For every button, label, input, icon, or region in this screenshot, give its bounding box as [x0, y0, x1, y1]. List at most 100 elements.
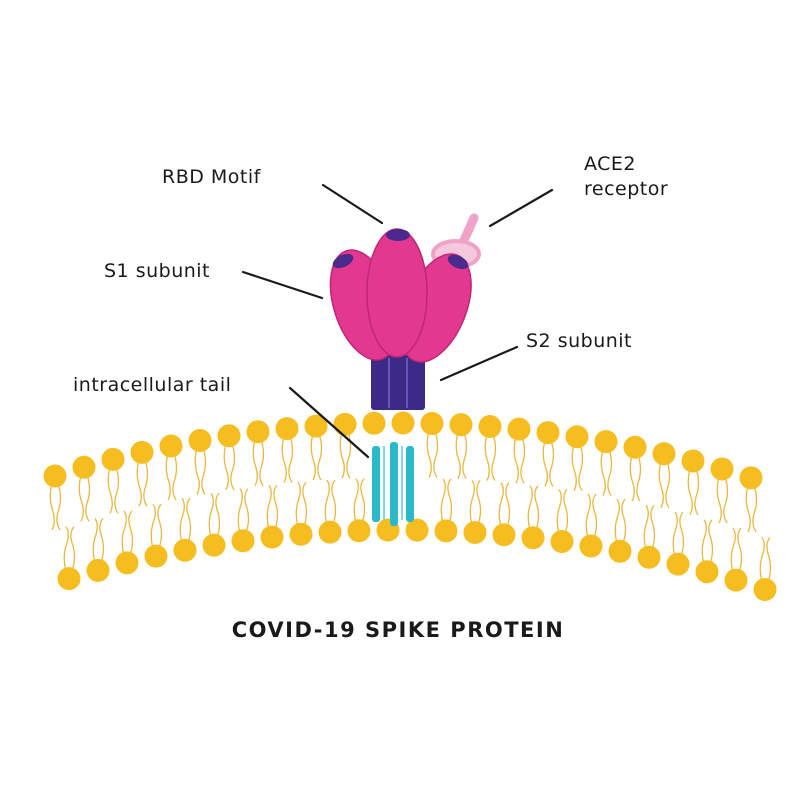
lipid-head-inner	[608, 539, 632, 563]
lipid-tail-inner	[498, 482, 511, 527]
lipid-head-inner	[289, 522, 313, 546]
lipid-head-inner	[173, 538, 197, 562]
lipid-head-outer	[652, 442, 676, 466]
lipid-head-outer	[536, 421, 560, 445]
lipid-head-inner	[318, 520, 342, 544]
lipid-tail-inner	[179, 497, 192, 543]
lipid-head-inner	[666, 552, 690, 576]
s1-lobe-center	[366, 228, 428, 358]
lipid-tails	[49, 431, 772, 582]
lipid-tail-inner	[643, 504, 656, 550]
diagram-title: COVID-19 SPIKE PROTEIN	[232, 618, 565, 642]
lipid-head-outer	[217, 424, 241, 448]
lipid-head-inner	[405, 518, 429, 542]
lipid-tail-outer	[687, 468, 700, 516]
lipid-tail-outer	[252, 439, 265, 487]
lipid-head-outer	[304, 414, 328, 438]
lipid-tail-inner	[701, 519, 714, 564]
lipid-head-outer	[188, 429, 212, 453]
s2-subunit-shape	[371, 355, 425, 410]
lipid-head-inner	[115, 551, 139, 575]
lipid-head-outer	[565, 425, 589, 449]
lipid-tail-inner	[730, 527, 743, 573]
lipid-tail-inner	[324, 479, 337, 525]
lipid-head-outer	[159, 434, 183, 458]
label-ace2-line1: ACE2	[584, 153, 636, 175]
lipid-head-inner	[86, 558, 110, 582]
lipid-tail-outer	[107, 467, 120, 514]
lipid-head-outer	[739, 466, 763, 490]
lipid-head-inner	[231, 529, 255, 553]
lipid-head-inner	[57, 567, 81, 591]
lipid-head-inner	[260, 525, 284, 549]
tail-strand-right	[406, 446, 414, 522]
tail-strand-left	[372, 446, 380, 522]
lipid-tail-inner	[121, 510, 134, 556]
label-intracellular-tail: intracellular tail	[73, 374, 231, 396]
lipid-head-inner	[637, 545, 661, 569]
lipid-tail-inner	[208, 492, 221, 538]
intracellular-tail-shape	[372, 442, 414, 526]
lipid-tail-outer	[629, 455, 642, 502]
lipid-tail-outer	[49, 483, 62, 531]
lipid-head-outer	[72, 455, 96, 479]
lipid-tail-outer	[426, 431, 439, 478]
lipid-head-outer	[420, 411, 444, 435]
lipid-tail-inner	[295, 481, 308, 527]
leader-s1	[241, 270, 324, 300]
lipid-head-inner	[695, 560, 719, 584]
lipid-head-inner	[724, 568, 748, 592]
lipid-head-outer	[623, 435, 647, 459]
lipid-tail-outer	[484, 434, 497, 481]
lipid-tail-outer	[194, 448, 207, 495]
lipid-bilayer-membrane	[43, 411, 777, 601]
leader-rbd-motif	[321, 183, 384, 225]
lipid-tail-inner	[353, 478, 366, 523]
lipid-head-outer	[275, 417, 299, 441]
rbd-cap-right	[447, 254, 469, 270]
lipid-tail-inner	[614, 498, 627, 544]
lipid-tail-outer	[310, 433, 323, 481]
leader-ace2	[488, 188, 554, 228]
label-rbd-motif: RBD Motif	[162, 166, 262, 188]
lipid-tail-outer	[136, 460, 149, 507]
lipid-tail-outer	[281, 436, 294, 483]
lipid-head-outer	[478, 415, 502, 439]
lipid-tail-inner	[266, 484, 279, 530]
lipid-head-outer	[710, 457, 734, 481]
lipid-head-inner	[434, 519, 458, 543]
lipid-head-outer	[43, 464, 67, 488]
lipid-head-outer	[449, 413, 473, 437]
lipid-head-inner	[463, 520, 487, 544]
lipid-tail-outer	[165, 453, 178, 501]
lipid-tail-outer	[455, 432, 468, 479]
lipid-head-outer	[333, 412, 357, 436]
rbd-cap-left	[332, 253, 354, 269]
lipid-tail-inner	[63, 526, 76, 571]
lipid-head-outer	[391, 411, 415, 435]
lipid-tail-inner	[440, 478, 453, 524]
lipid-head-outer	[101, 447, 125, 471]
lipid-tail-outer	[223, 443, 236, 491]
lipid-tail-inner	[469, 480, 482, 525]
lipid-head-inner	[579, 534, 603, 558]
lipid-head-inner	[347, 519, 371, 543]
tail-strand-center	[390, 442, 398, 526]
lipid-head-outer	[681, 449, 705, 473]
lipid-heads	[43, 411, 777, 601]
lipid-tail-inner	[92, 517, 105, 563]
lipid-tail-outer	[542, 440, 555, 487]
label-s1-subunit: S1 subunit	[104, 260, 210, 282]
lipid-tail-outer	[745, 485, 758, 533]
lipid-tail-outer	[716, 476, 729, 524]
lipid-head-inner	[492, 523, 516, 547]
lipid-tail-inner	[527, 485, 540, 530]
leader-s2	[439, 345, 519, 382]
lipid-tail-inner	[672, 511, 685, 557]
lipid-tail-outer	[658, 461, 671, 509]
lipid-head-inner	[202, 533, 226, 557]
lipid-tail-inner	[150, 503, 163, 549]
lipid-head-inner	[144, 544, 168, 568]
lipid-tail-outer	[513, 436, 526, 484]
leader-lines	[241, 183, 554, 459]
